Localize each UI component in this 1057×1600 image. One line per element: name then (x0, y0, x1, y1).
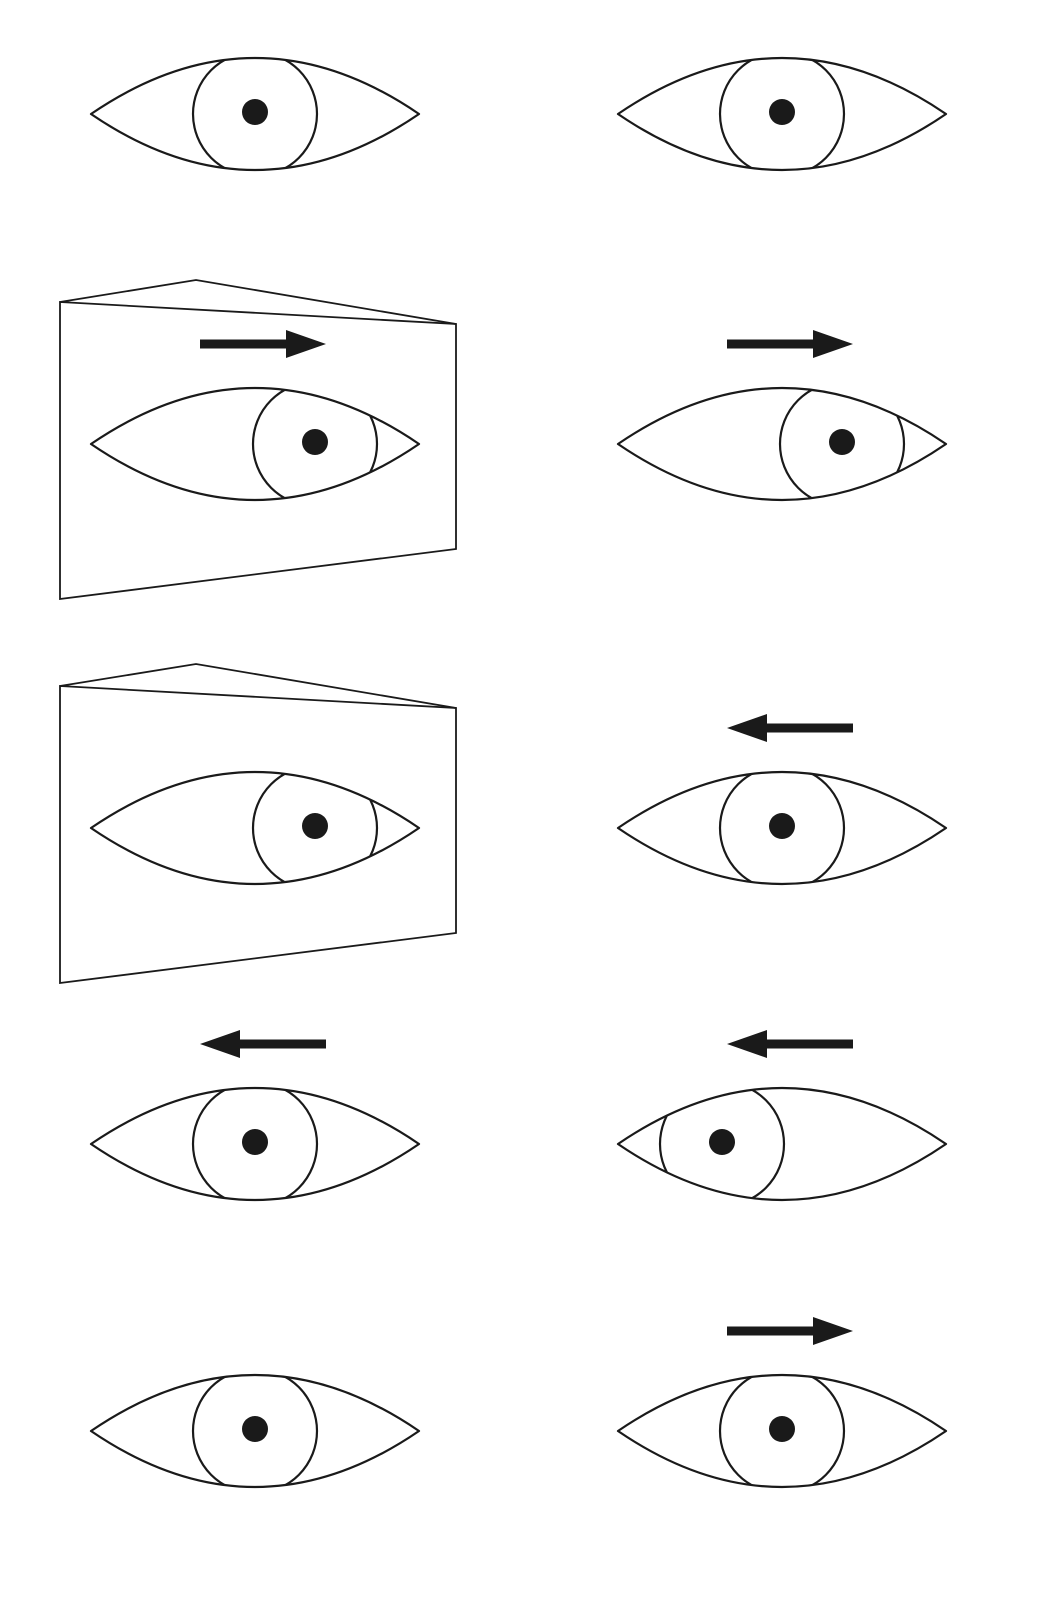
eyelid-outline (89, 1086, 421, 1202)
prism-top-edge (59, 663, 457, 709)
arrow-right-icon (727, 1317, 853, 1345)
prism-4 (59, 663, 457, 985)
arrow-head (286, 330, 326, 358)
arrow-head (200, 1030, 240, 1058)
arrow-left-icon (200, 1030, 326, 1058)
eye-4 (89, 770, 421, 886)
eyes-layer (89, 56, 948, 1489)
prism-top-edge (59, 279, 457, 325)
eye-9 (616, 1373, 948, 1489)
eyelid-outline (616, 56, 948, 172)
prism-face (59, 301, 457, 601)
eye-3 (616, 386, 948, 502)
iris (658, 1088, 786, 1200)
prism-face (59, 685, 457, 985)
eye-1 (616, 56, 948, 172)
arrow-head (727, 714, 767, 742)
pupil (242, 1416, 268, 1442)
iris (191, 1088, 319, 1200)
prisms-layer (59, 279, 457, 985)
pupil (242, 1129, 268, 1155)
arrow-left-icon (727, 714, 853, 742)
iris (251, 388, 379, 500)
iris (778, 388, 906, 500)
pupil (302, 429, 328, 455)
iris (191, 1375, 319, 1487)
arrow-right-icon (727, 330, 853, 358)
arrow-shaft (238, 1039, 326, 1049)
eyelid-outline (616, 386, 948, 502)
eyelid-outline (89, 1373, 421, 1489)
arrow-head (727, 1030, 767, 1058)
eye-0 (89, 56, 421, 172)
iris (191, 58, 319, 170)
arrow-right-icon (200, 330, 326, 358)
pupil (769, 99, 795, 125)
pupil (242, 99, 268, 125)
eyelid-outline (89, 56, 421, 172)
arrow-left-icon (727, 1030, 853, 1058)
iris (718, 58, 846, 170)
eyelid-outline (616, 1086, 948, 1202)
eye-8 (89, 1373, 421, 1489)
eyelid-outline (616, 770, 948, 886)
eyelid-outline (89, 770, 421, 886)
pupil (769, 1416, 795, 1442)
arrow-shaft (765, 1039, 853, 1049)
eye-5 (616, 770, 948, 886)
eye-7 (616, 1086, 948, 1202)
eyelid-outline (89, 386, 421, 502)
pupil (769, 813, 795, 839)
pupil (829, 429, 855, 455)
arrow-head (813, 1317, 853, 1345)
iris (251, 772, 379, 884)
prism-2 (59, 279, 457, 601)
arrow-head (813, 330, 853, 358)
arrow-shaft (200, 339, 288, 349)
pupil (709, 1129, 735, 1155)
iris (718, 772, 846, 884)
arrow-shaft (765, 723, 853, 733)
eye-2 (89, 386, 421, 502)
arrow-shaft (727, 1326, 815, 1336)
arrow-shaft (727, 339, 815, 349)
eye-6 (89, 1086, 421, 1202)
eyelid-outline (616, 1373, 948, 1489)
arrows-layer (200, 330, 853, 1345)
iris (718, 1375, 846, 1487)
pupil (302, 813, 328, 839)
